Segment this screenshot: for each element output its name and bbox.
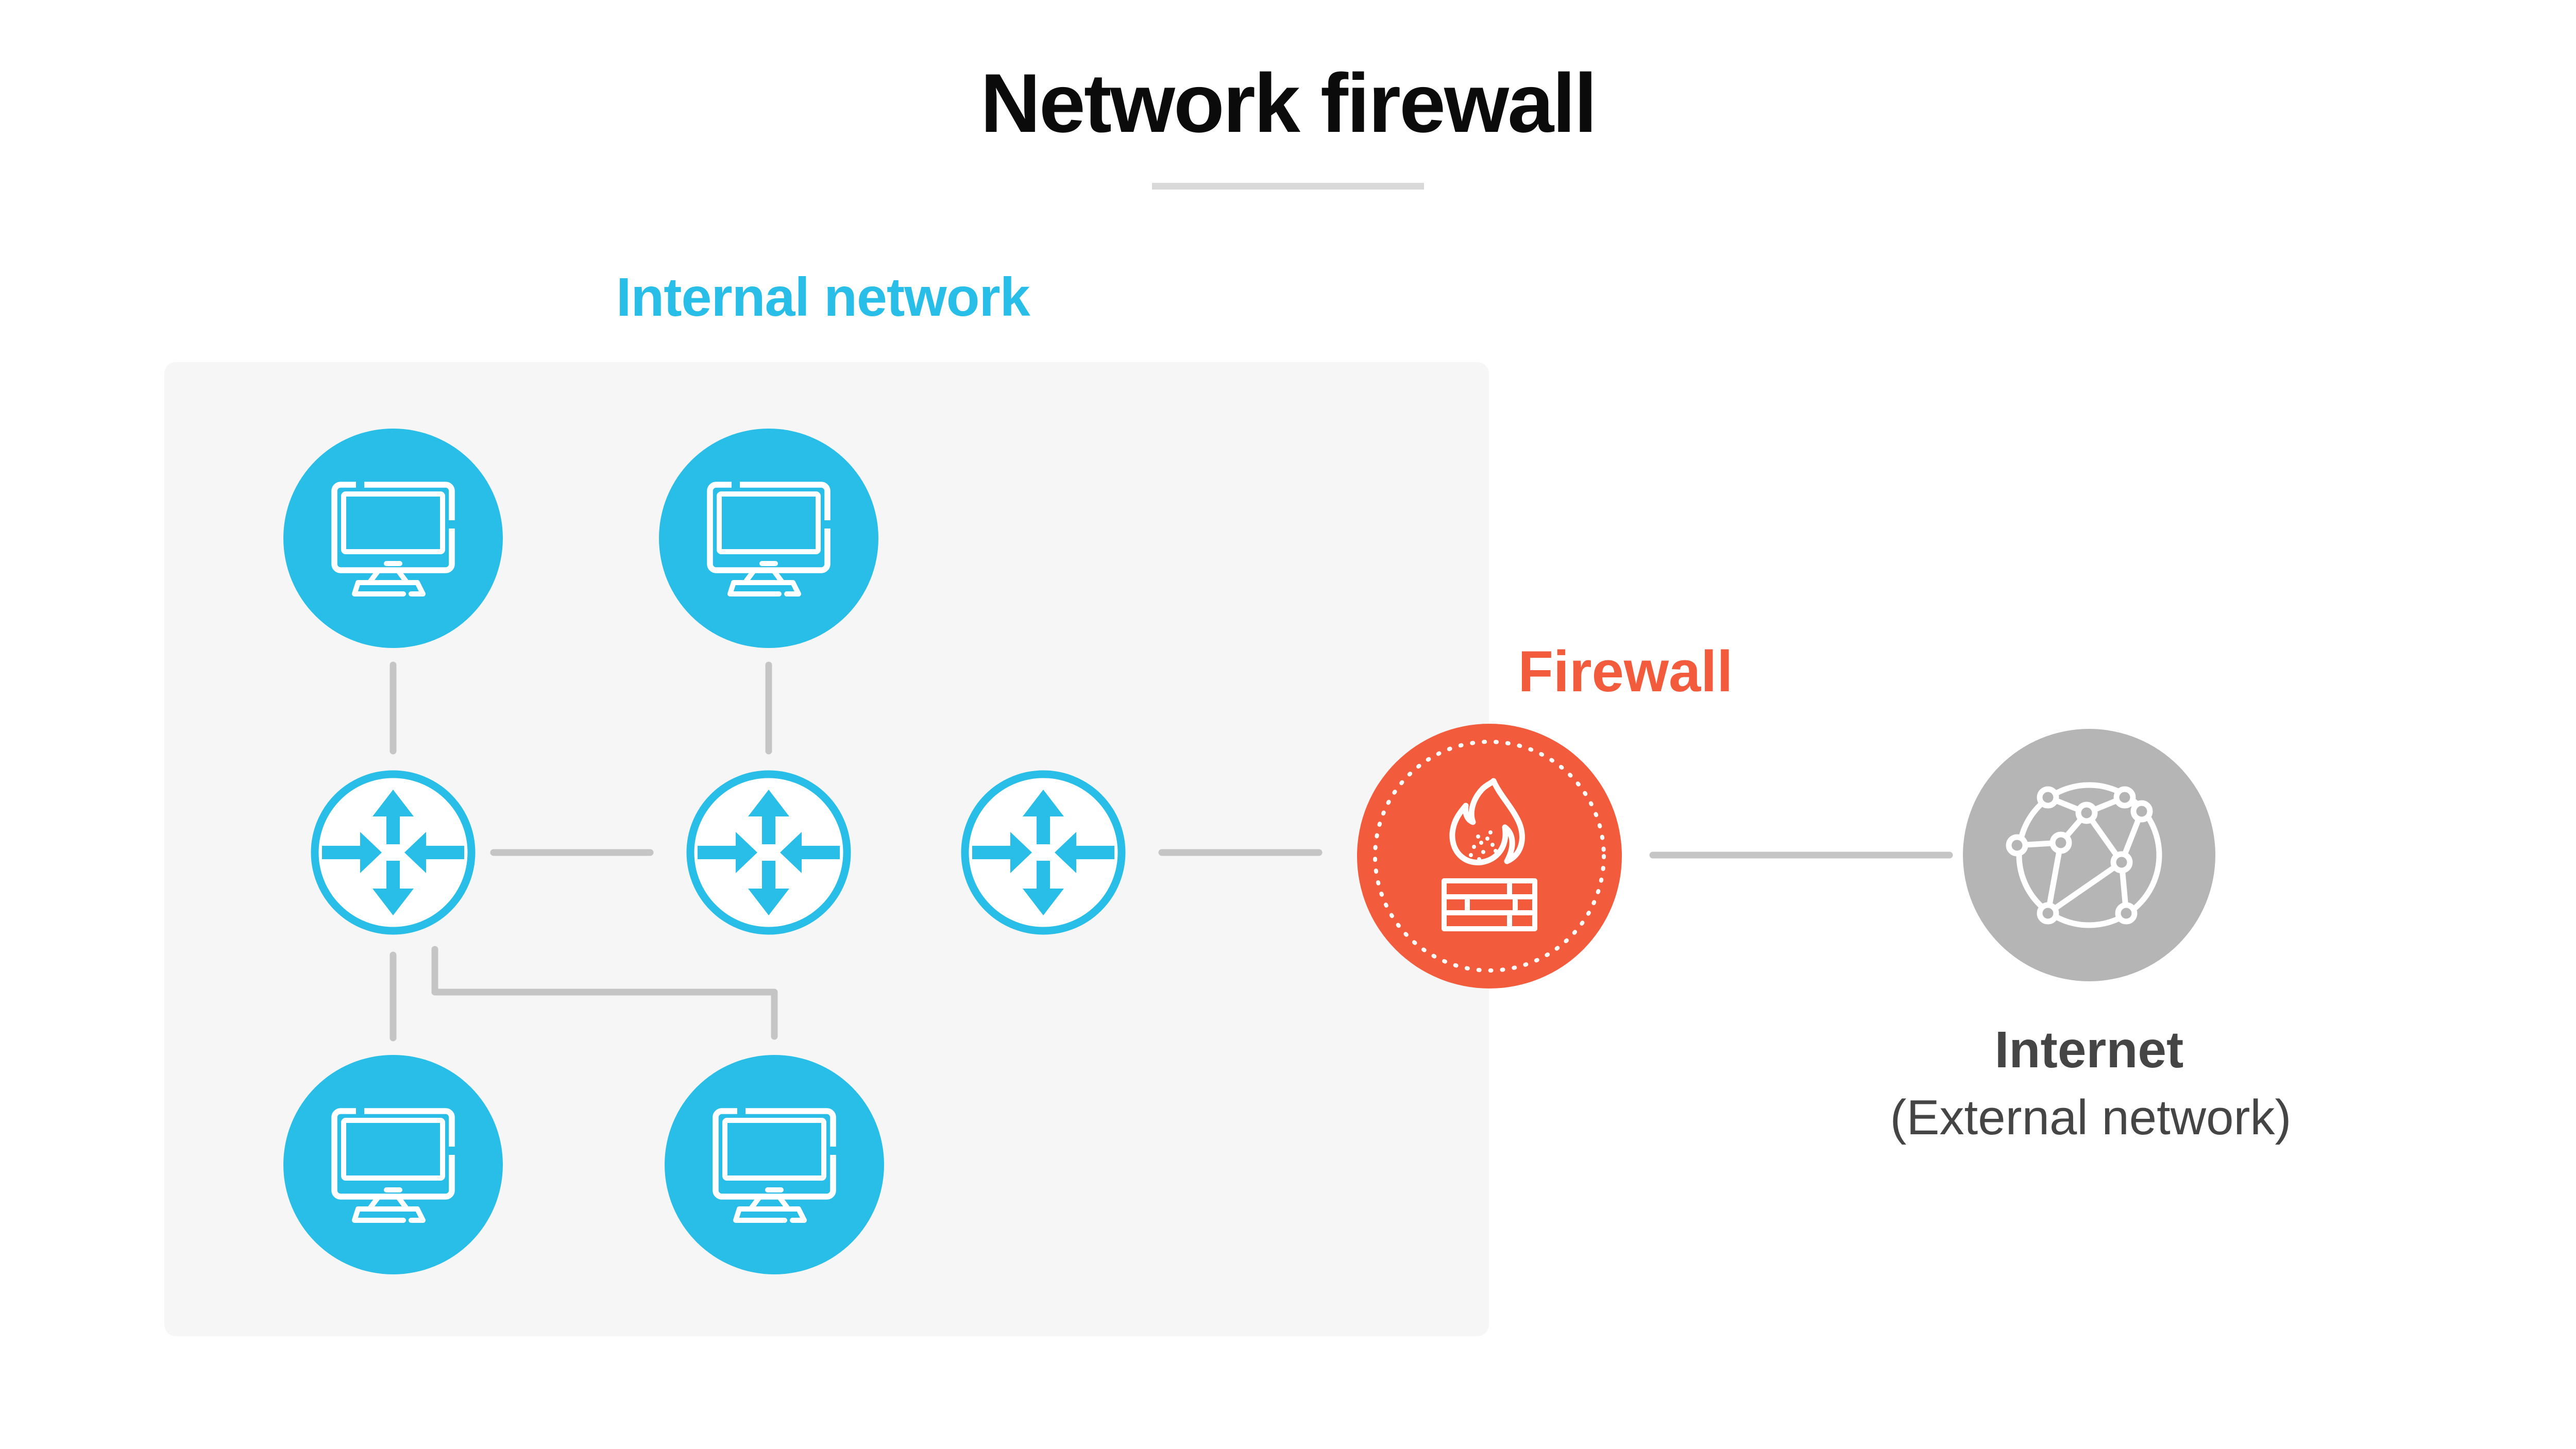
router-arrows-icon <box>308 767 479 938</box>
computer-node-4 <box>665 1055 884 1274</box>
router-node-3 <box>958 767 1129 938</box>
monitor-icon <box>283 1055 503 1274</box>
title-underline <box>1152 183 1424 190</box>
router-arrows-icon <box>958 767 1129 938</box>
firewall-label: Firewall <box>1518 639 1733 704</box>
computer-node-2 <box>659 429 878 648</box>
external-network-label: (External network) <box>1890 1090 2292 1145</box>
router-node-2 <box>683 767 854 938</box>
connector-router1-computer4-elbow <box>431 946 778 1040</box>
internet-node <box>1963 729 2215 981</box>
router-node-1 <box>308 767 479 938</box>
flame-brick-wall-icon <box>1357 724 1622 988</box>
computer-node-1 <box>283 429 503 648</box>
monitor-icon <box>665 1055 884 1274</box>
internal-network-label: Internal network <box>616 267 1030 328</box>
monitor-icon <box>659 429 878 648</box>
firewall-node <box>1357 724 1622 988</box>
computer-node-3 <box>283 1055 503 1274</box>
globe-network-icon <box>1963 729 2215 981</box>
page-title: Network firewall <box>980 57 1597 150</box>
router-arrows-icon <box>683 767 854 938</box>
monitor-icon <box>283 429 503 648</box>
internet-label: Internet <box>1994 1021 2184 1079</box>
